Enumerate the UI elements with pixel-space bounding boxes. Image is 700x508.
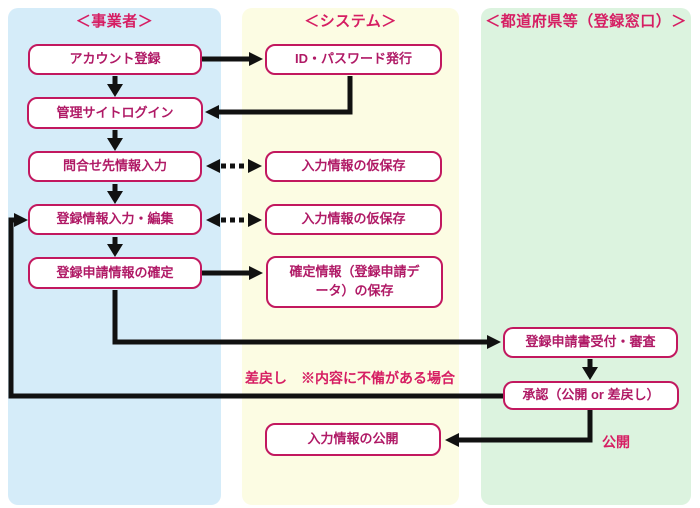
column-header-business: ＜事業者＞ xyxy=(75,12,154,30)
flow-box-reg-input-edit: 登録情報入力・編集 xyxy=(28,204,202,235)
publish-label: 公開 xyxy=(602,434,630,450)
column-registry xyxy=(481,8,691,505)
flow-box-publish-info: 入力情報の公開 xyxy=(265,423,441,456)
flow-box-contact-input: 問合せ先情報入力 xyxy=(28,151,202,182)
remand-note-label: 差戻し ※内容に不備がある場合 xyxy=(245,370,455,386)
column-header-registry: ＜都道府県等（登録窓口）＞ xyxy=(485,12,687,30)
flow-box-approval: 承認（公開 or 差戻し） xyxy=(503,381,679,410)
column-header-system: ＜システム＞ xyxy=(304,12,397,30)
flow-box-temp-save-2: 入力情報の仮保存 xyxy=(265,204,442,235)
flow-box-admin-login: 管理サイトログイン xyxy=(27,97,203,129)
flow-box-temp-save-1: 入力情報の仮保存 xyxy=(265,151,442,182)
flow-box-accept-review: 登録申請書受付・審査 xyxy=(503,327,678,358)
flow-box-id-password: ID・パスワード発行 xyxy=(265,44,442,75)
flow-box-account-register: アカウント登録 xyxy=(28,44,202,75)
flow-box-reg-confirm: 登録申請情報の確定 xyxy=(28,257,202,289)
flow-box-confirm-save: 確定情報（登録申請データ）の保存 xyxy=(266,256,443,308)
